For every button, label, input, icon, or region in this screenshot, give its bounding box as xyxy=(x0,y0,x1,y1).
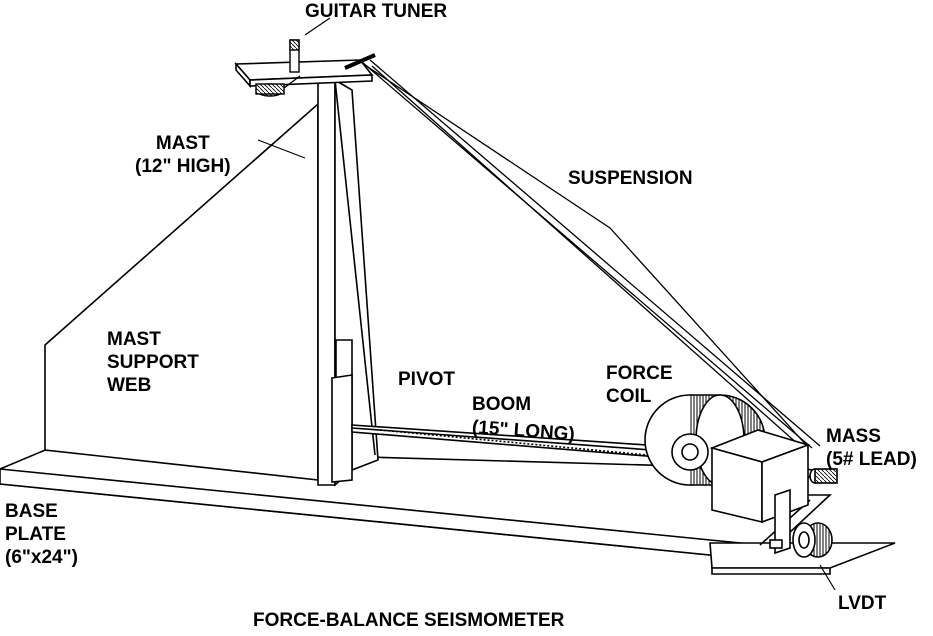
diagram-caption: FORCE-BALANCE SEISMOMETER xyxy=(253,609,564,632)
base-plate-line2: PLATE xyxy=(5,524,66,545)
guitar-tuner-text: GUITAR TUNER xyxy=(305,1,448,22)
mass-block xyxy=(709,429,838,524)
mast-support-web-label: MAST SUPPORT WEB xyxy=(107,328,199,397)
mast-support-web-line1: MAST xyxy=(107,329,161,350)
base-plate-line3: (6"x24") xyxy=(5,547,78,568)
mast-top-plate xyxy=(234,59,374,89)
mass-label-line1: MASS xyxy=(826,426,881,447)
mass-label-line2: (5# LEAD) xyxy=(826,449,917,470)
caption-text: FORCE-BALANCE SEISMOMETER xyxy=(253,610,565,631)
base-plate-line1: BASE xyxy=(5,501,58,522)
mast-label-line1: MAST xyxy=(155,133,210,154)
mast-support-web-line3: WEB xyxy=(107,375,152,396)
suspension-label: SUSPENSION xyxy=(568,167,693,190)
suspension-wires xyxy=(361,59,821,449)
suspension-text: SUSPENSION xyxy=(568,168,693,189)
lvdt xyxy=(769,488,833,558)
lvdt-label: LVDT xyxy=(838,592,886,615)
boom-label: BOOM (15" LONG) xyxy=(471,393,575,445)
mast-support-web-line2: SUPPORT xyxy=(107,352,199,373)
boom-label-line1: BOOM xyxy=(472,394,532,415)
mass-label: MASS (5# LEAD) xyxy=(826,425,917,471)
mast xyxy=(317,78,379,487)
force-coil-label: FORCE COIL xyxy=(606,362,673,408)
mast-label: MAST (12" HIGH) xyxy=(135,132,231,178)
leader-lines xyxy=(257,17,836,591)
force-coil-line1: FORCE xyxy=(606,363,673,384)
pivot-label: PIVOT xyxy=(398,368,455,391)
guitar-tuner-label: GUITAR TUNER xyxy=(305,0,447,23)
guitar-tuner xyxy=(255,39,376,97)
mast-label-line2: (12" HIGH) xyxy=(135,156,231,177)
pivot-text: PIVOT xyxy=(398,369,456,390)
lvdt-text: LVDT xyxy=(838,593,887,614)
base-plate xyxy=(0,447,896,575)
base-plate-label: BASE PLATE (6"x24") xyxy=(5,500,78,569)
force-coil-line2: COIL xyxy=(606,386,652,407)
